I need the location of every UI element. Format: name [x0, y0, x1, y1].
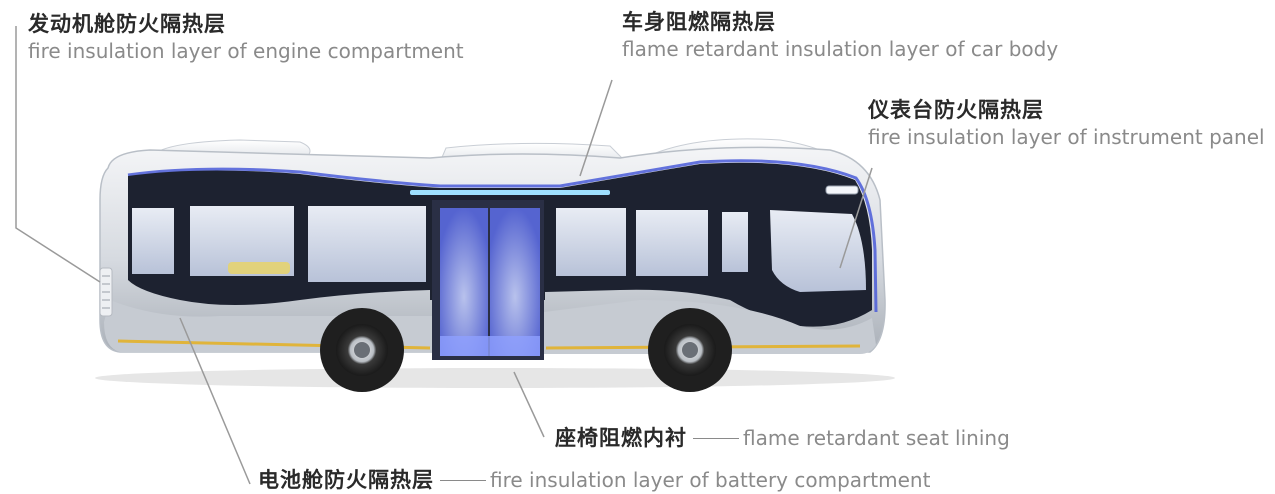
label-battery-zh: 电池舱防火隔热层: [258, 468, 434, 492]
label-seat: 座椅阻燃内衬 flame retardant seat lining: [555, 424, 1010, 452]
label-panel: 仪表台防火隔热层 fire insulation layer of instru…: [868, 96, 1265, 150]
rear-wheel: [320, 308, 404, 392]
windshield: [770, 210, 866, 292]
rear-vent: [99, 267, 113, 317]
seat-hint: [228, 262, 290, 274]
headlight: [825, 185, 859, 195]
window-1: [132, 208, 174, 274]
label-panel-en: fire insulation layer of instrument pane…: [868, 125, 1265, 149]
label-battery: 电池舱防火隔热层 fire insulation layer of batter…: [258, 466, 930, 494]
door-right: [490, 208, 540, 356]
label-battery-dash: [440, 479, 486, 481]
window-3: [308, 206, 426, 282]
leader-battery: [179, 317, 251, 485]
label-engine-en: fire insulation layer of engine compartm…: [28, 39, 464, 63]
window-6: [722, 212, 748, 272]
ground-shadow: [95, 368, 895, 388]
label-body-en: flame retardant insulation layer of car …: [622, 37, 1059, 61]
front-wheel: [648, 308, 732, 392]
label-seat-zh: 座椅阻燃内衬: [555, 426, 687, 450]
label-battery-en: fire insulation layer of battery compart…: [490, 468, 931, 492]
roof-light: [410, 190, 610, 195]
leader-panel: [839, 167, 873, 269]
label-seat-dash: [693, 437, 739, 439]
door-step: [440, 336, 540, 356]
leader-body: [579, 79, 613, 177]
label-engine: 发动机舱防火隔热层 fire insulation layer of engin…: [28, 10, 464, 64]
window-5: [636, 210, 708, 276]
label-body-zh: 车身阻燃隔热层: [622, 10, 776, 34]
leader-seat: [513, 371, 545, 438]
door-left: [440, 208, 488, 356]
window-4: [556, 208, 626, 276]
label-engine-zh: 发动机舱防火隔热层: [28, 12, 226, 36]
body-glow-line: [127, 159, 878, 313]
leader-engine: [15, 26, 101, 283]
label-seat-en: flame retardant seat lining: [743, 426, 1010, 450]
label-panel-zh: 仪表台防火隔热层: [868, 98, 1044, 122]
label-body: 车身阻燃隔热层 flame retardant insulation layer…: [622, 8, 1058, 62]
